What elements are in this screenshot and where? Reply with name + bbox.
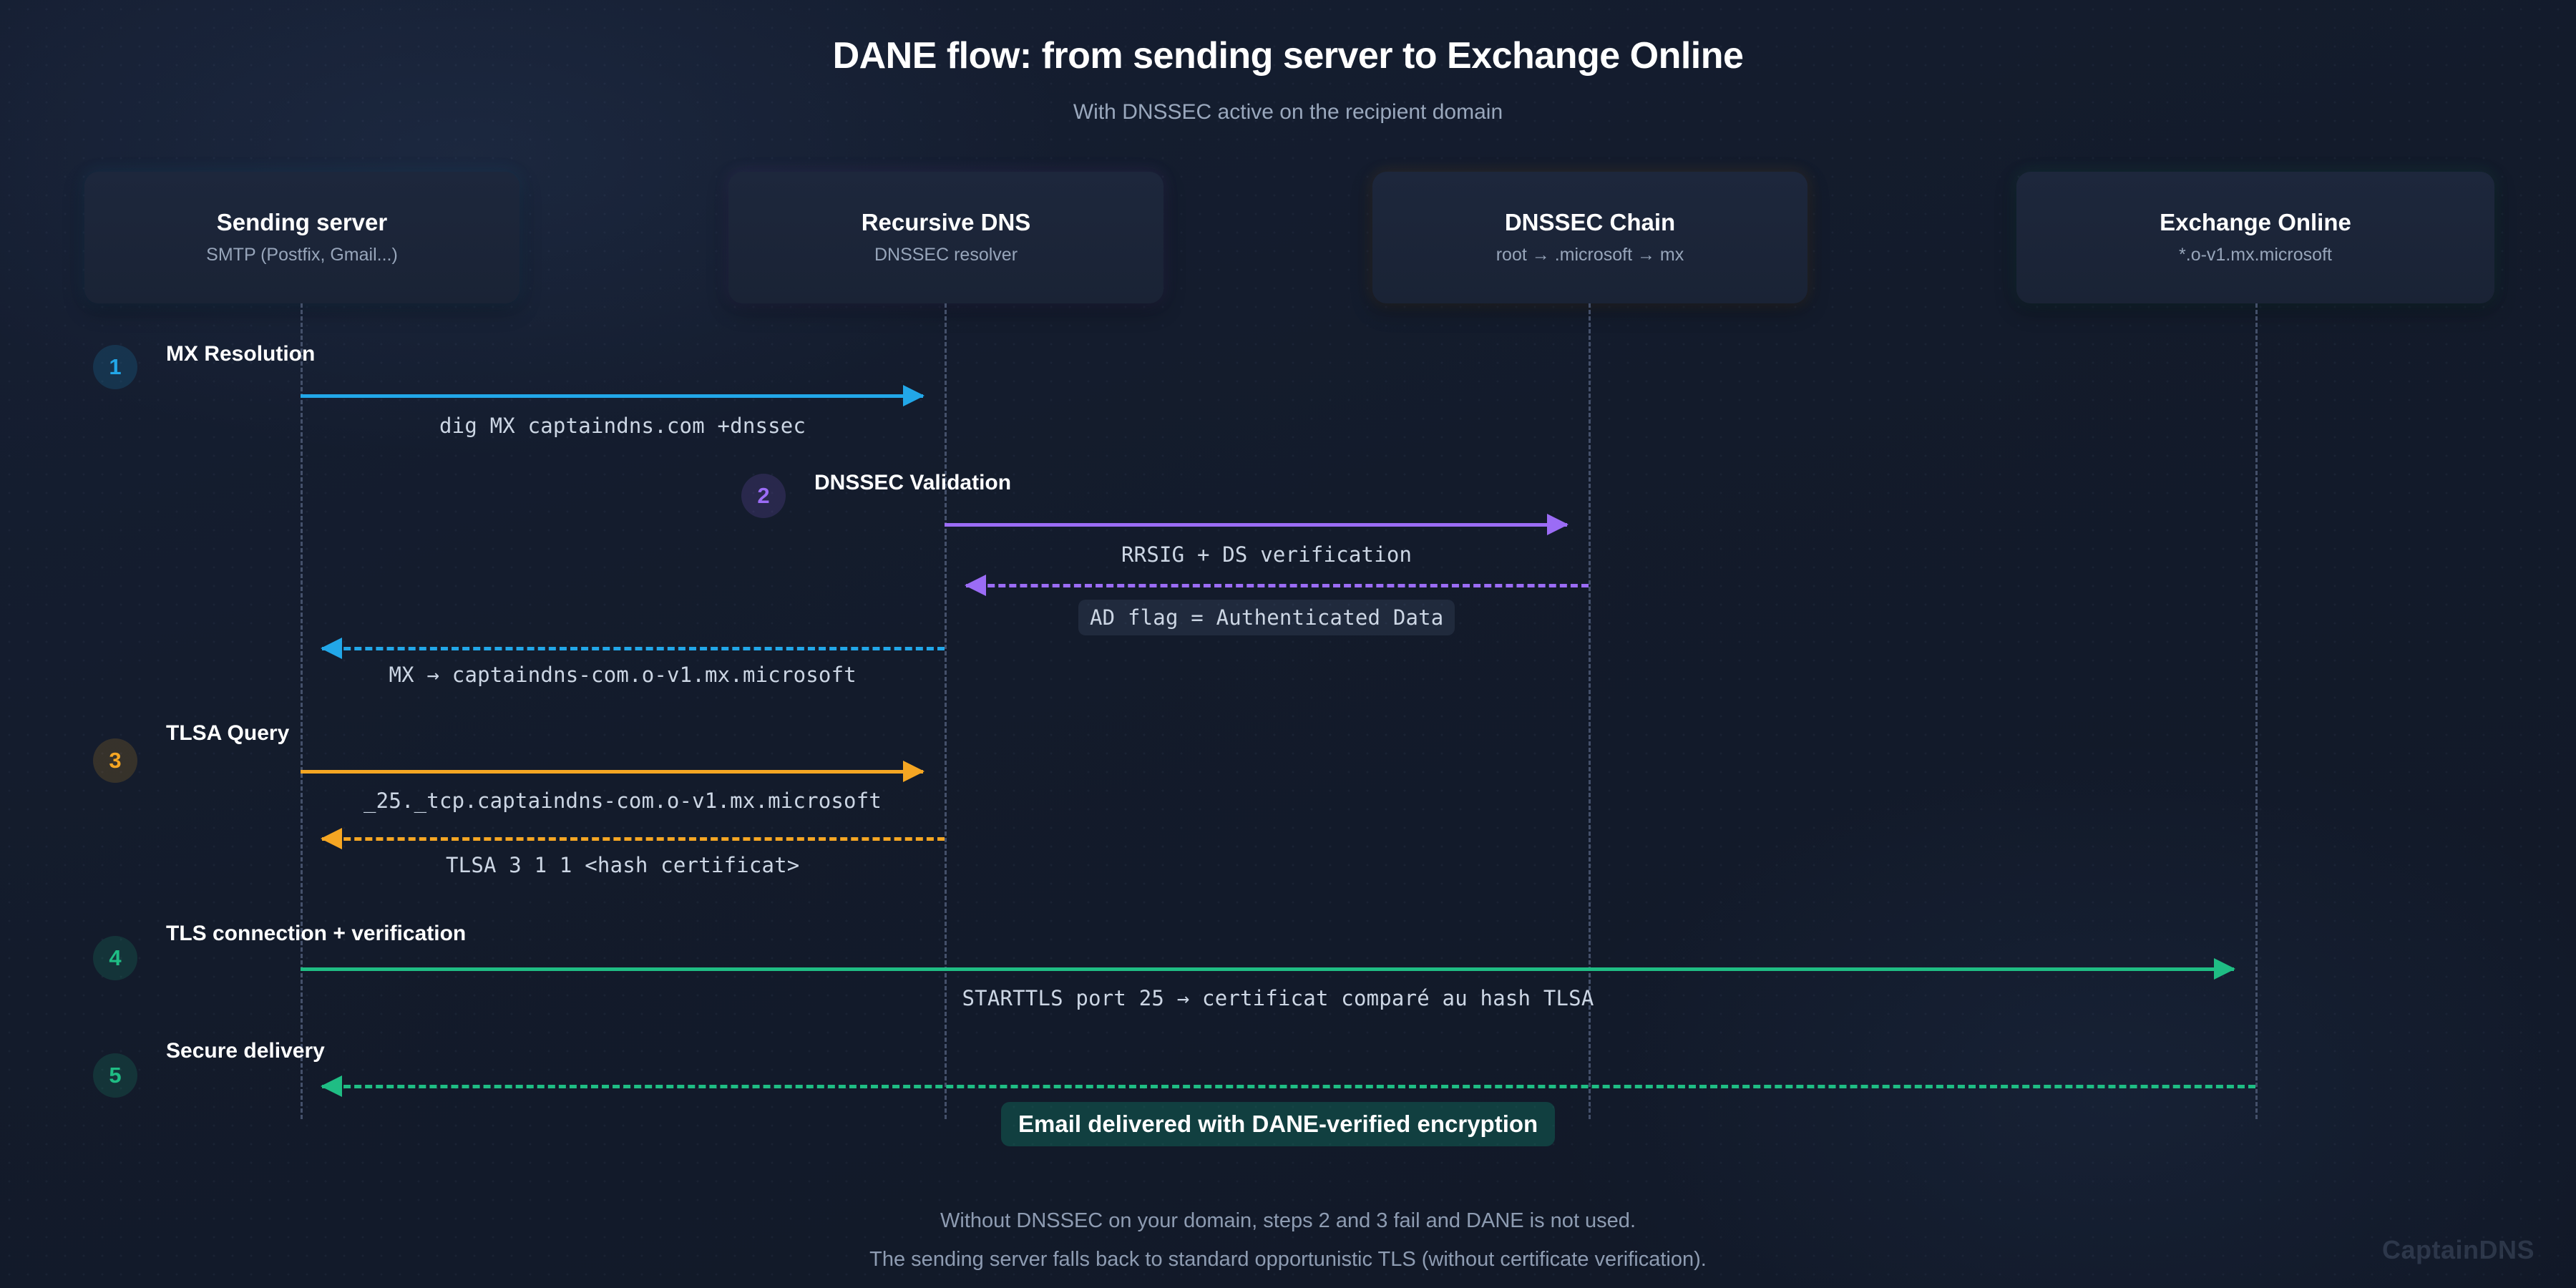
step-number: 4 — [109, 945, 122, 970]
step-number: 3 — [109, 748, 122, 773]
message-ad-flag: AD flag = Authenticated Data — [1078, 600, 1455, 635]
watermark-captaindns: CaptainDNS — [2381, 1235, 2534, 1264]
step-label-2: DNSSEC Validation — [814, 471, 1012, 494]
actor-dnssec-chain[interactable]: DNSSEC Chain root → .microsoft → mx — [1372, 172, 1807, 303]
page-title: DANE flow: from sending server to Exchan… — [832, 35, 1744, 77]
lifeline-exchange-online — [2255, 303, 2258, 1119]
step-label-3: TLSA Query — [166, 721, 290, 745]
lifeline-sending-server — [301, 303, 303, 1119]
actor-name: Sending server — [216, 209, 388, 236]
message-rrsig-ds: RRSIG + DS verification — [1121, 542, 1413, 567]
actor-exchange-online[interactable]: Exchange Online *.o-v1.mx.microsoft — [2016, 172, 2494, 303]
actor-name: Recursive DNS — [861, 209, 1031, 236]
footer-line-2: The sending server falls back to standar… — [869, 1248, 1707, 1271]
message-tlsa-query: _25._tcp.captaindns-com.o-v1.mx.microsof… — [364, 789, 882, 813]
step-badge-5: 5 — [93, 1053, 137, 1098]
actor-detail: *.o-v1.mx.microsoft — [2179, 245, 2332, 265]
actor-sending-server[interactable]: Sending server SMTP (Postfix, Gmail...) — [84, 172, 519, 303]
actor-recursive-dns[interactable]: Recursive DNS DNSSEC resolver — [728, 172, 1163, 303]
lifeline-recursive-dns — [945, 303, 947, 1119]
step-number: 2 — [757, 483, 770, 508]
message-dig-mx: dig MX captaindns.com +dnssec — [439, 414, 806, 438]
actor-name: Exchange Online — [2160, 209, 2351, 236]
actor-name: DNSSEC Chain — [1504, 209, 1676, 236]
step-badge-4: 4 — [93, 936, 137, 980]
message-tlsa-record: TLSA 3 1 1 <hash certificat> — [446, 853, 800, 877]
step-badge-1: 1 — [93, 345, 137, 389]
actor-detail: DNSSEC resolver — [874, 245, 1018, 265]
message-delivery-banner: Email delivered with DANE-verified encry… — [1001, 1102, 1556, 1146]
step-badge-2: 2 — [741, 474, 786, 518]
message-starttls: STARTTLS port 25 → certificat comparé au… — [962, 986, 1594, 1010]
step-label-1: MX Resolution — [166, 342, 316, 366]
step-badge-3: 3 — [93, 738, 137, 783]
footer-line-1: Without DNSSEC on your domain, steps 2 a… — [940, 1209, 1636, 1232]
actor-detail: root → .microsoft → mx — [1496, 245, 1684, 265]
actor-detail: SMTP (Postfix, Gmail...) — [206, 245, 398, 265]
lifeline-dnssec-chain — [1589, 303, 1591, 1119]
step-label-5: Secure delivery — [166, 1039, 325, 1063]
step-label-4: TLS connection + verification — [166, 922, 467, 945]
page-subtitle: With DNSSEC active on the recipient doma… — [1073, 100, 1503, 124]
step-number: 1 — [109, 354, 122, 379]
step-number: 5 — [109, 1063, 122, 1088]
message-mx-reply: MX → captaindns-com.o-v1.mx.microsoft — [389, 663, 857, 687]
